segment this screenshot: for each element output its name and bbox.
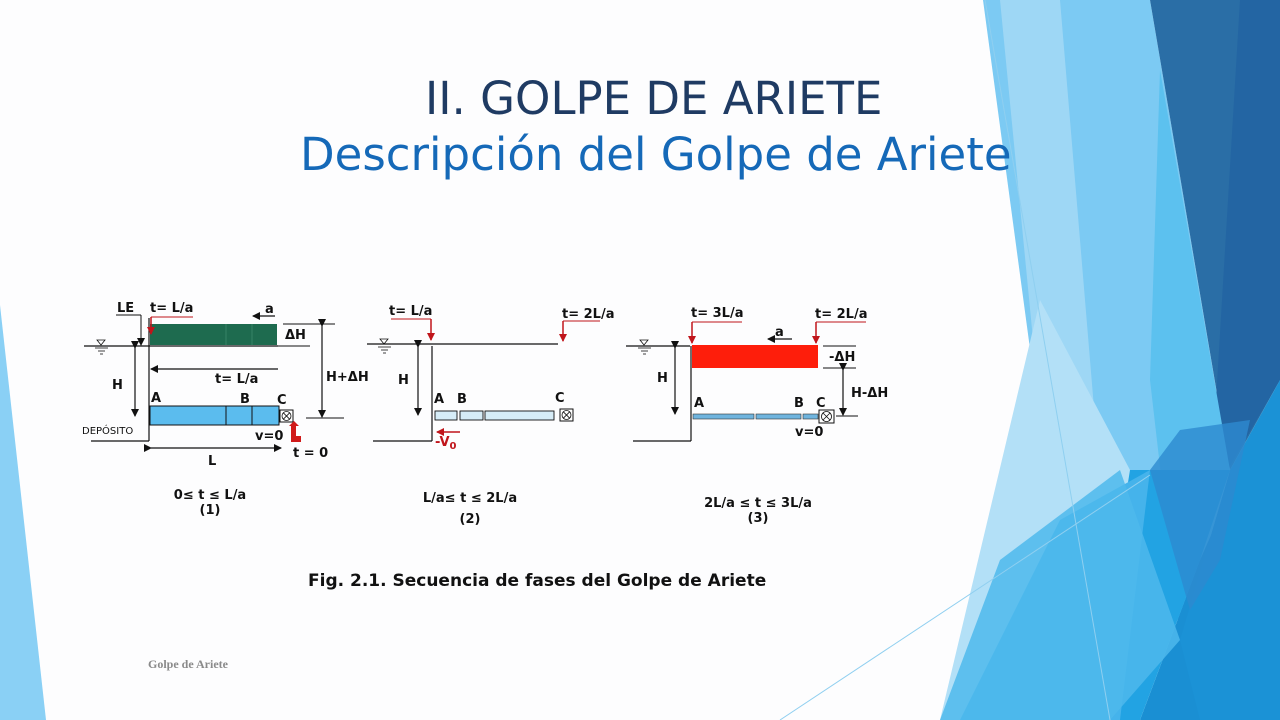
phase-2-diagram: t= L/a t= 2L/a H A B C -V0 — [367, 304, 614, 452]
water-level-icon — [378, 338, 391, 354]
label-point-c: C — [277, 393, 287, 408]
label-point-b: B — [794, 396, 804, 411]
phase-1-range: 0≤ t ≤ L/a — [173, 488, 247, 503]
label-wave-speed: a — [775, 325, 784, 340]
valve-icon — [559, 408, 574, 422]
phase-3-caption: 2L/a ≤ t ≤ 3L/a (3) — [688, 496, 828, 526]
label-t-left: t= L/a — [389, 304, 432, 319]
label-t-right: t= 2L/a — [562, 307, 614, 322]
slide-subtitle: Descripción del Golpe de Ariete — [300, 128, 1012, 181]
valve-closing-arrow-icon — [289, 421, 301, 442]
phase-3-number: (3) — [747, 511, 769, 526]
label-h-plus-dh: H+ΔH — [326, 370, 369, 385]
label-h: H — [398, 373, 409, 388]
label-h-minus-dh: H-ΔH — [851, 386, 888, 401]
phase-3-diagram: t= 3L/a t= 2L/a a -ΔH H H-ΔH A B C v=0 — [626, 306, 888, 442]
water-level-icon — [95, 339, 108, 355]
label-neg-delta-h: -ΔH — [829, 350, 855, 365]
label-h: H — [112, 378, 123, 393]
label-velocity: v=0 — [255, 429, 283, 444]
phase-1-number: (1) — [199, 503, 221, 518]
label-t-zero: t = 0 — [293, 446, 328, 461]
label-h: H — [657, 371, 668, 386]
label-velocity: v=0 — [795, 425, 823, 440]
label-t-mid: t= L/a — [215, 372, 258, 387]
valve-icon — [818, 409, 835, 424]
label-wave-speed: a — [265, 302, 274, 317]
phase-2-caption: L/a≤ t ≤ 2L/a (2) — [410, 491, 530, 527]
water-level-icon — [638, 339, 651, 355]
label-point-b: B — [240, 392, 250, 407]
slide-footer: Golpe de Ariete — [148, 657, 228, 671]
label-reservoir: DEPÓSITO — [82, 424, 133, 437]
label-delta-h: ΔH — [285, 328, 306, 343]
label-t-left: t= 3L/a — [691, 306, 743, 321]
figure-caption: Fig. 2.1. Secuencia de fases del Golpe d… — [308, 571, 767, 591]
phase-3-range: 2L/a ≤ t ≤ 3L/a — [704, 496, 812, 511]
label-point-a: A — [151, 391, 161, 406]
phase-2-number: (2) — [459, 512, 481, 527]
label-point-a: A — [694, 396, 704, 411]
phase-1-diagram: LE t= L/a a ΔH H H+ΔH t= L/a A B C DEPÓS… — [82, 301, 369, 469]
label-point-c: C — [816, 396, 826, 411]
phase-1-caption: 0≤ t ≤ L/a (1) — [160, 488, 260, 518]
label-t-right: t= 2L/a — [815, 307, 867, 322]
label-point-b: B — [457, 392, 467, 407]
label-reverse-velocity: -V0 — [435, 435, 457, 452]
label-point-a: A — [434, 392, 444, 407]
valve-icon — [279, 409, 294, 423]
label-length: L — [208, 454, 216, 469]
label-le: LE — [117, 301, 134, 316]
label-t-top: t= L/a — [150, 301, 193, 316]
label-point-c: C — [555, 391, 565, 406]
title-line-1: II. GOLPE DE ARIETE — [425, 72, 883, 125]
phase-2-range: L/a≤ t ≤ 2L/a — [422, 491, 518, 506]
